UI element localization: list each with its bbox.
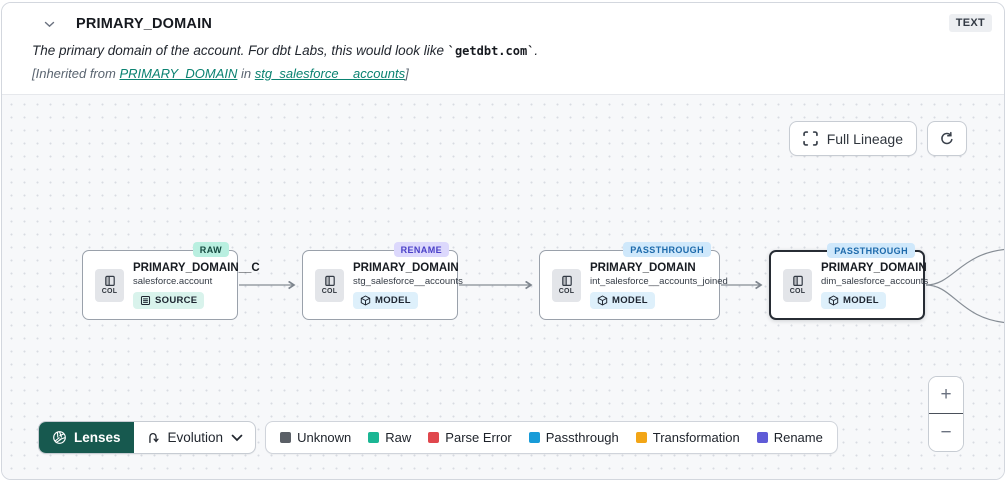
column-type-badge: TEXT [948, 14, 992, 32]
columns-icon [792, 275, 803, 286]
selected-lens-label: Evolution [167, 430, 224, 445]
resource-label: MODEL [375, 294, 411, 306]
inherited-prefix: [Inherited from [32, 66, 120, 81]
col-chip-label: COL [558, 288, 575, 295]
lineage-canvas[interactable]: Full Lineage RAW COL PRIMARY_DOMAIN__C s… [2, 94, 1004, 479]
lineage-node-stg-salesforce-accounts[interactable]: RENAME COL PRIMARY_DOMAIN stg_salesforce… [302, 242, 463, 320]
column-details-header: PRIMARY_DOMAIN TEXT The primary domain o… [2, 3, 1004, 81]
inherited-from-line: [Inherited from PRIMARY_DOMAIN in stg_sa… [32, 66, 988, 81]
node-body: PRIMARY_DOMAIN int_salesforce__accounts_… [590, 261, 728, 309]
legend-swatch [756, 432, 768, 443]
col-chip-label: COL [321, 288, 338, 295]
legend-swatch [428, 432, 440, 443]
lenses-control: Lenses Evolution [38, 421, 257, 454]
resource-type-badge: SOURCE [133, 291, 205, 309]
model-cube-icon [360, 294, 371, 306]
zoom-out-button[interactable]: − [929, 414, 963, 451]
lenses-label: Lenses [74, 430, 121, 445]
status-badge: PASSTHROUGH [623, 242, 711, 257]
lineage-legend: Unknown Raw Parse Error Passthrough Tran… [265, 421, 838, 454]
legend-label: Rename [773, 430, 823, 445]
col-chip-label: COL [101, 288, 118, 295]
legend-item-raw: Raw [368, 430, 411, 445]
status-badge: RAW [192, 242, 229, 257]
refresh-button[interactable] [927, 121, 967, 156]
column-chip: COL [95, 268, 124, 302]
legend-item-transformation: Transformation [635, 430, 740, 445]
refresh-icon [939, 131, 955, 147]
lineage-node-int-salesforce-accounts-joined[interactable]: PASSTHROUGH COL PRIMARY_DOMAIN int_sales… [539, 242, 728, 320]
inherited-model-link[interactable]: stg_salesforce__accounts [254, 66, 406, 81]
full-lineage-label: Full Lineage [826, 130, 903, 147]
inherited-suffix: ] [405, 66, 409, 81]
legend-item-rename: Rename [756, 430, 823, 445]
lineage-node-dim-salesforce-accounts[interactable]: PASSTHROUGH COL PRIMARY_DOMAIN dim_sales… [769, 243, 928, 320]
inherited-middle: in [237, 66, 255, 81]
columns-icon [104, 275, 115, 286]
model-cube-icon [828, 294, 839, 306]
canvas-toolbar: Full Lineage [788, 121, 967, 156]
node-column-name: PRIMARY_DOMAIN [353, 261, 459, 274]
node-column-name: PRIMARY_DOMAIN [590, 261, 696, 274]
inherited-column-link[interactable]: PRIMARY_DOMAIN [119, 66, 238, 81]
column-title: PRIMARY_DOMAIN [76, 16, 212, 32]
column-chip: COL [552, 268, 581, 302]
node-model-name: salesforce.account [133, 275, 213, 287]
legend-label: Transformation [652, 430, 740, 445]
lens-selector-dropdown[interactable]: Evolution [134, 422, 256, 453]
node-model-name: int_salesforce__accounts_joined [590, 275, 728, 287]
zoom-controls: + − [928, 376, 964, 452]
zoom-in-button[interactable]: + [929, 377, 963, 414]
node-column-name: PRIMARY_DOMAIN__C [133, 261, 260, 274]
canvas-bottom-bar: Lenses Evolution Unknown Raw Parse Error… [38, 421, 838, 454]
description-code: `getdbt.com` [447, 44, 535, 58]
legend-label: Unknown [297, 430, 352, 445]
evolution-icon [148, 432, 159, 443]
collapse-chevron-icon[interactable] [44, 21, 55, 28]
column-description: The primary domain of the account. For d… [32, 43, 988, 58]
columns-icon [561, 275, 572, 286]
column-chip: COL [783, 268, 812, 302]
resource-type-badge: MODEL [821, 291, 886, 309]
lens-aperture-icon [53, 431, 66, 444]
node-body: PRIMARY_DOMAIN dim_salesforce_accounts M… [821, 262, 928, 309]
resource-label: MODEL [843, 294, 879, 306]
legend-label: Parse Error [445, 430, 512, 445]
node-column-name: PRIMARY_DOMAIN [821, 261, 927, 274]
legend-label: Raw [385, 430, 412, 445]
description-text: The primary domain of the account. For d… [32, 43, 448, 58]
resource-type-badge: MODEL [590, 291, 655, 309]
legend-item-unknown: Unknown [280, 430, 351, 445]
node-body: PRIMARY_DOMAIN stg_salesforce__accounts … [353, 262, 463, 309]
lenses-button[interactable]: Lenses [39, 422, 134, 453]
legend-swatch [368, 432, 380, 443]
full-lineage-button[interactable]: Full Lineage [788, 121, 917, 156]
model-cube-icon [597, 294, 608, 306]
col-chip-label: COL [789, 288, 806, 295]
legend-swatch [635, 432, 647, 443]
resource-label: SOURCE [155, 294, 198, 306]
resource-type-badge: MODEL [353, 291, 418, 309]
legend-item-parse-error: Parse Error [428, 430, 512, 445]
status-badge: RENAME [393, 242, 449, 257]
legend-swatch [280, 432, 292, 443]
status-badge: PASSTHROUGH [827, 243, 915, 258]
chevron-down-icon [231, 434, 243, 441]
legend-label: Passthrough [545, 430, 619, 445]
node-body: PRIMARY_DOMAIN__C salesforce.account SOU… [133, 262, 260, 309]
columns-icon [324, 275, 335, 286]
lineage-node-salesforce-account[interactable]: RAW COL PRIMARY_DOMAIN__C salesforce.acc… [82, 242, 260, 320]
source-icon [140, 295, 151, 305]
legend-item-passthrough: Passthrough [528, 430, 619, 445]
description-period: . [534, 43, 539, 58]
legend-swatch [528, 432, 540, 443]
node-model-name: stg_salesforce__accounts [353, 275, 463, 287]
expand-brackets-icon [802, 131, 818, 146]
resource-label: MODEL [612, 294, 648, 306]
node-model-name: dim_salesforce_accounts [821, 275, 929, 287]
column-chip: COL [315, 268, 344, 302]
